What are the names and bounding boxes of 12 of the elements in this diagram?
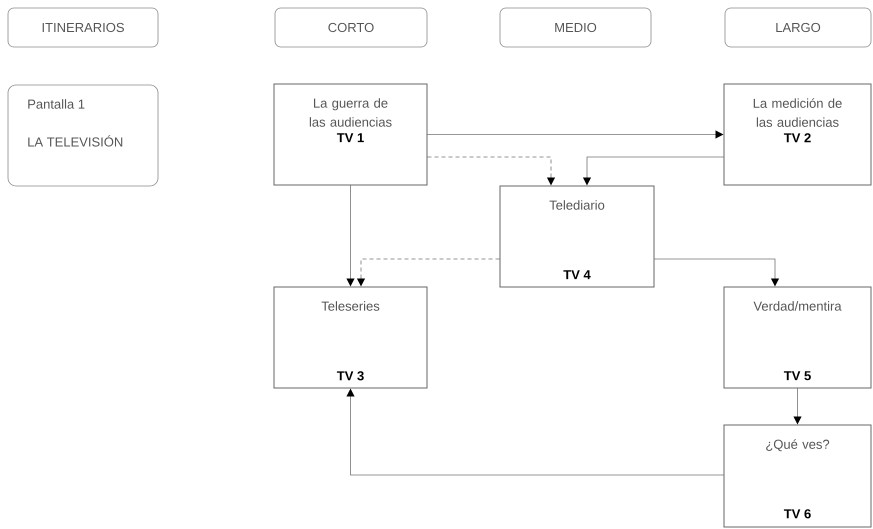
topic-box: Teleseries TV 3: [274, 286, 428, 388]
arrow: [346, 388, 724, 476]
column-header: LARGO: [724, 8, 872, 48]
topic-box: ¿Qué ves? TV 6: [724, 424, 872, 528]
topic-box: La medición de las audiencias TV 2: [724, 84, 872, 186]
topic-box: Verdad/mentira TV 5: [724, 286, 872, 388]
topic-box: La guerra de las audiencias TV 1: [274, 84, 428, 186]
column-header: MEDIO: [500, 8, 652, 48]
topic-box: Telediario TV 4: [500, 186, 654, 288]
screen-box: Pantalla 1 LA TELEVISIÓN: [8, 84, 158, 186]
column-header: CORTO: [274, 8, 428, 48]
column-header: ITINERARIOS: [8, 8, 158, 48]
